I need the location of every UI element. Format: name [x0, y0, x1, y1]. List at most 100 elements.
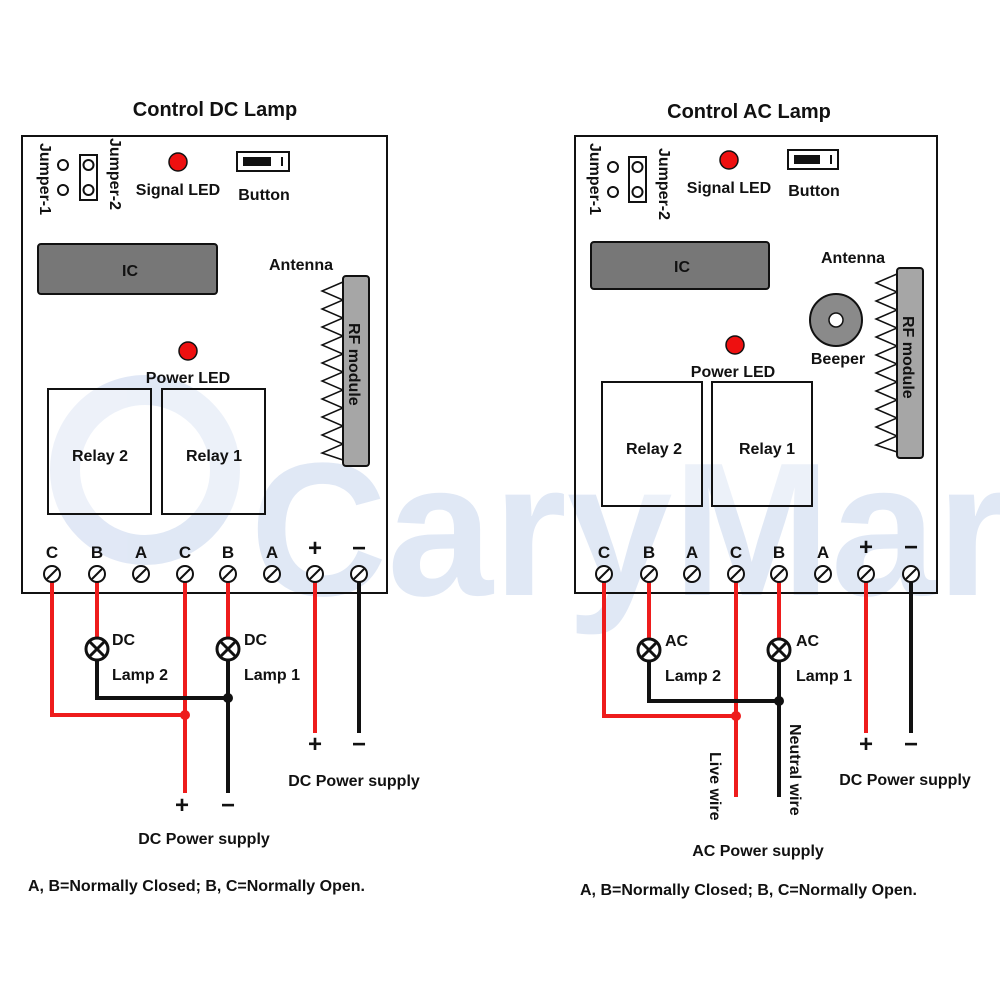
- left-lamp1-name: Lamp 1: [244, 667, 300, 684]
- left-screw-terminal: [306, 565, 324, 583]
- right-board: [574, 135, 938, 594]
- right-junction: [774, 696, 784, 706]
- right-screw-terminal: [683, 565, 701, 583]
- right-beeper-icon: [809, 293, 863, 347]
- right-power-led-icon: [725, 335, 745, 355]
- left-lamp-supply-plus: +: [175, 792, 189, 819]
- left-board-supply-minus: −: [352, 731, 366, 758]
- left-terminal-label: C: [46, 543, 58, 562]
- left-title: Control DC Lamp: [133, 99, 297, 121]
- right-screw-terminal: [857, 565, 875, 583]
- left-lamp-supply-label: DC Power supply: [138, 831, 270, 848]
- left-terminal-label: B: [91, 543, 103, 562]
- left-terminal-label: B: [222, 543, 234, 562]
- left-jumper2-label: Jumper-2: [106, 138, 123, 210]
- left-wires: [50, 582, 361, 793]
- left-lamp2-type: DC: [112, 632, 136, 649]
- left-ic-label: IC: [122, 263, 138, 280]
- right-lamp2-icon: [636, 637, 662, 663]
- left-screw-terminal: [88, 565, 106, 583]
- right-terminal-label: C: [730, 543, 742, 562]
- left-jumper1-label: Jumper-1: [36, 143, 53, 215]
- left-lamp1-icon: [215, 636, 241, 662]
- left-junction: [180, 710, 190, 720]
- right-neutral-wire-label: Neutral wire: [786, 724, 803, 816]
- left-diagram: Control DC Lamp Jumper-1 Jumper-2 Signal…: [21, 99, 420, 895]
- right-terminal-label: A: [686, 543, 698, 562]
- right-terminal-label: C: [598, 543, 610, 562]
- left-screw-terminal: [132, 565, 150, 583]
- left-antenna-label: Antenna: [269, 257, 333, 274]
- left-board-supply-label: DC Power supply: [288, 773, 420, 790]
- left-screw-terminal: [43, 565, 61, 583]
- left-screw-terminal: [176, 565, 194, 583]
- right-screw-terminal: [902, 565, 920, 583]
- left-rf-module-label: RF module: [345, 323, 362, 406]
- left-signal-led-icon: [168, 152, 188, 172]
- left-terminal-label: +: [308, 535, 322, 562]
- left-relay-2: [47, 388, 152, 515]
- right-lamp2-name: Lamp 2: [665, 668, 721, 685]
- right-ac-supply-label: AC Power supply: [692, 843, 824, 860]
- left-relay-1: [161, 388, 266, 515]
- right-junction: [731, 711, 741, 721]
- left-signal-led-label: Signal LED: [136, 182, 220, 199]
- left-screw-terminal: [219, 565, 237, 583]
- left-jumper-1: Jumper-1: [36, 143, 69, 215]
- left-lamp1-type: DC: [244, 632, 268, 649]
- left-power-led-label: Power LED: [146, 370, 230, 387]
- left-lamp2-icon: [84, 636, 110, 662]
- right-jumper2-label: Jumper-2: [655, 148, 672, 220]
- left-relay2-label: Relay 2: [72, 448, 128, 465]
- right-button-icon: [787, 149, 839, 170]
- right-lamp1-type: AC: [796, 633, 820, 650]
- right-jumper1-label: Jumper-1: [586, 143, 603, 215]
- right-live-wire-label: Live wire: [706, 752, 723, 821]
- right-note: A, B=Normally Closed; B, C=Normally Open…: [580, 882, 917, 899]
- left-terminal-label: A: [266, 543, 278, 562]
- right-jumper-2: Jumper-2: [628, 148, 672, 220]
- right-rf-module-label: RF module: [899, 316, 916, 399]
- right-terminal-label: −: [904, 534, 918, 561]
- right-signal-led-icon: [719, 150, 739, 170]
- left-junction: [223, 693, 233, 703]
- left-relay1-label: Relay 1: [186, 448, 242, 465]
- left-board: [21, 135, 388, 594]
- right-lamp1-icon: [766, 637, 792, 663]
- right-relay-1: [711, 381, 813, 507]
- watermark: CaryMart: [50, 375, 1000, 636]
- left-terminal-label: C: [179, 543, 191, 562]
- right-board-supply-label: DC Power supply: [839, 772, 971, 789]
- right-relay1-label: Relay 1: [739, 441, 795, 458]
- right-relay2-label: Relay 2: [626, 441, 682, 458]
- left-ic-chip: [37, 243, 218, 295]
- right-screw-terminal: [814, 565, 832, 583]
- left-power-led-icon: [178, 341, 198, 361]
- right-board-supply-plus: +: [859, 731, 873, 758]
- right-lamp1-name: Lamp 1: [796, 668, 852, 685]
- right-antenna-label: Antenna: [821, 250, 885, 267]
- right-terminal-label: A: [817, 543, 829, 562]
- left-terminal-label: −: [352, 535, 366, 562]
- left-screw-terminal: [263, 565, 281, 583]
- left-screw-terminal: [350, 565, 368, 583]
- right-terminal-label: +: [859, 534, 873, 561]
- left-lamp2-name: Lamp 2: [112, 667, 168, 684]
- right-wires: [602, 582, 913, 797]
- left-jumper-2: Jumper-2: [79, 138, 123, 210]
- left-note: A, B=Normally Closed; B, C=Normally Open…: [28, 878, 365, 895]
- right-relay-2: [601, 381, 703, 507]
- right-beeper-label: Beeper: [811, 351, 865, 368]
- right-screw-terminal: [727, 565, 745, 583]
- right-power-led-label: Power LED: [691, 364, 775, 381]
- right-signal-led-label: Signal LED: [687, 180, 771, 197]
- right-button-label: Button: [788, 183, 840, 200]
- watermark-text: CaryMart: [250, 424, 1000, 636]
- right-title: Control AC Lamp: [667, 101, 831, 123]
- left-button-label: Button: [238, 187, 290, 204]
- right-terminal-label: B: [773, 543, 785, 562]
- left-terminal-label: A: [135, 543, 147, 562]
- right-ic-label: IC: [674, 259, 690, 276]
- right-screw-terminal: [595, 565, 613, 583]
